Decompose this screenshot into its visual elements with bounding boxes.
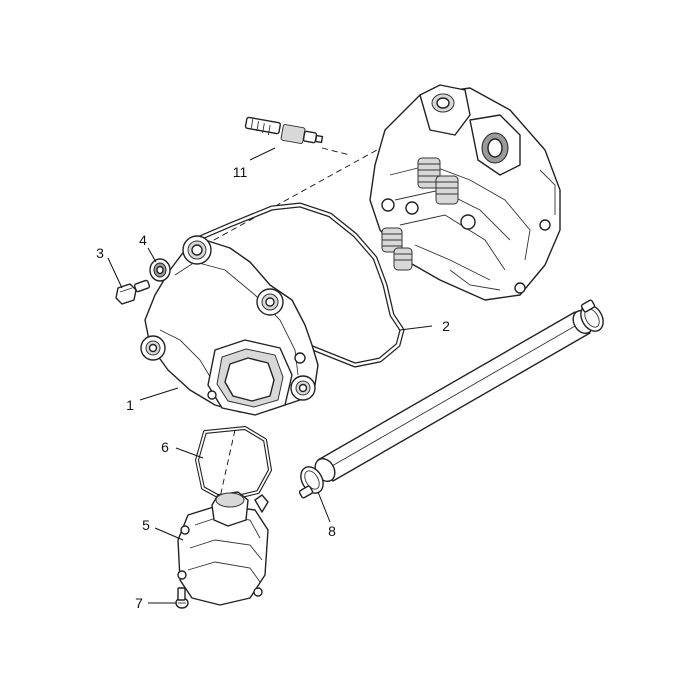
breather-axis-line [214,429,236,521]
cover-bolt [115,279,151,305]
spark-plug-axis-line [321,147,351,156]
leader-line-11 [249,147,276,161]
leader-line-4 [147,247,157,263]
valve-spring-group [381,157,459,271]
callout-2: 2 [442,318,450,334]
leader-line-2 [399,325,433,331]
cylinder-head [369,84,561,301]
valve-cover [140,235,319,416]
callout-4: 4 [139,232,147,248]
breather-hose [314,309,594,483]
seal-washer [149,258,171,282]
cover-to-head-axis-line [204,139,396,246]
callout-6: 6 [161,439,169,455]
callout-3: 3 [96,245,104,261]
callout-7: 7 [135,595,143,611]
callout-8: 8 [328,523,336,539]
leader-line-1 [139,387,179,401]
hose-clamp-upper [580,299,604,332]
callout-5: 5 [142,517,150,533]
hose-clamp-lower [298,466,324,499]
cover-gasket [194,202,405,368]
callout-11: 11 [233,164,248,180]
leader-line-6 [175,447,204,459]
housing-screw [175,587,189,609]
callout-1: 1 [126,397,134,413]
breather-gasket [195,426,272,502]
leader-line-3 [107,257,123,289]
breather-housing [177,491,269,606]
leader-line-8 [317,491,331,523]
spark-plug [244,116,324,144]
leader-line-5 [154,527,184,541]
